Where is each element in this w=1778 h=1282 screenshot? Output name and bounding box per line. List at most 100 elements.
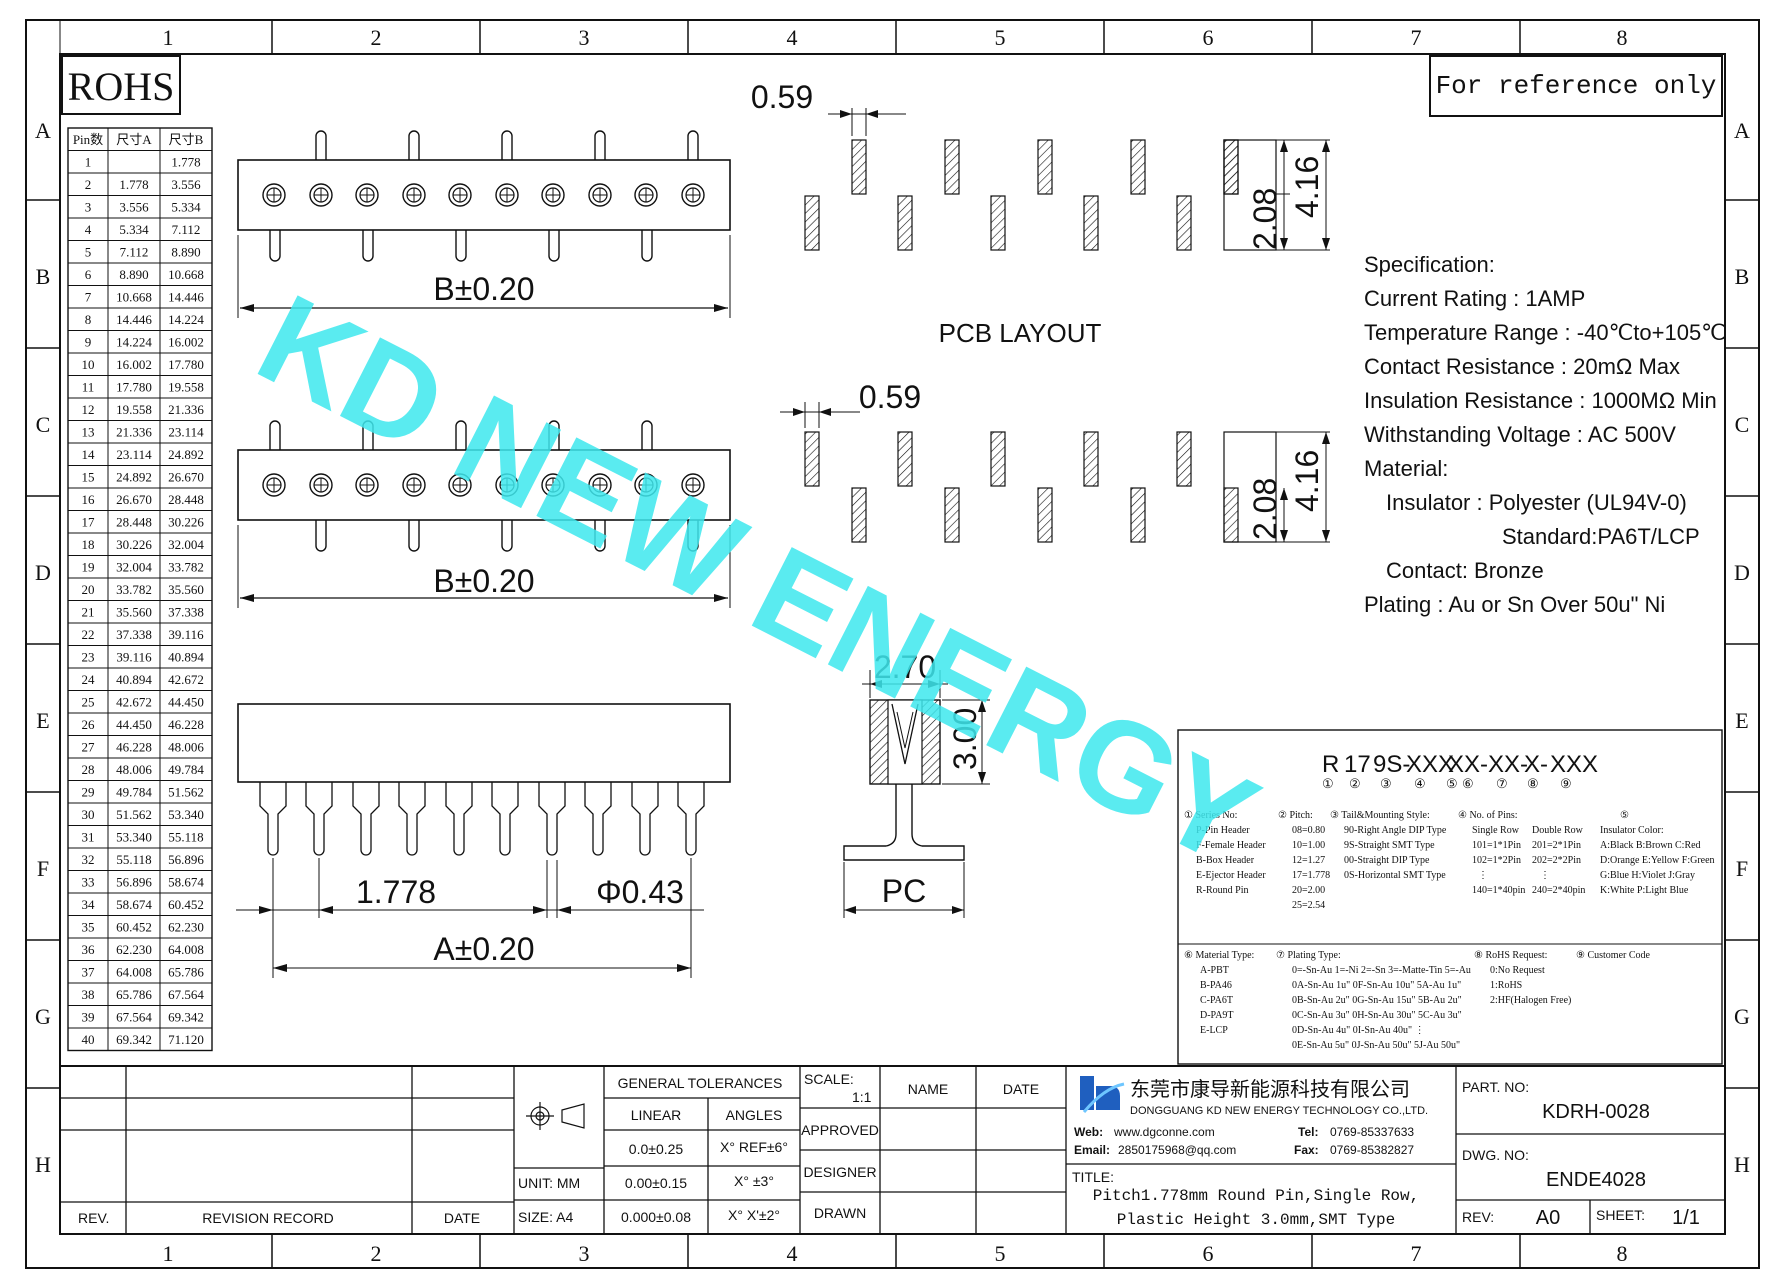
pin-table-header: 尺寸A xyxy=(116,132,152,147)
legend-line: 0=-Sn-Au 1=-Ni 2=-Sn 3=-Matte-Tin 5=-Au xyxy=(1292,965,1471,976)
pin-table-cell: 53.340 xyxy=(116,830,152,845)
pin-table-cell: 65.786 xyxy=(116,987,152,1002)
legend-line: ④ No. of Pins: xyxy=(1458,810,1518,821)
pcb-layout-label: PCB LAYOUT xyxy=(939,318,1102,348)
legend-plating: ⑦ Plating Type: 0=-Sn-Au 1=-Ni 2=-Sn 3=-… xyxy=(1276,950,1473,1051)
tb-email: 2850175968@qq.com xyxy=(1118,1143,1236,1157)
pin-table-cell: 33 xyxy=(82,875,95,890)
tb-angles: ANGLES xyxy=(726,1107,783,1123)
specification-block: Specification: Current Rating : 1AMP Tem… xyxy=(1364,252,1726,617)
pin-table-cell: 17 xyxy=(82,515,96,530)
pin-table-cell: 2 xyxy=(85,177,92,192)
legend-line: 201=2*1Pin xyxy=(1532,840,1581,851)
row-label: A xyxy=(1734,118,1750,143)
legend-line: 20=2.00 xyxy=(1292,885,1325,896)
col-label: 3 xyxy=(579,25,590,50)
pin-table-cell: 33.782 xyxy=(168,560,204,575)
tb-web-label: Web: xyxy=(1074,1125,1103,1139)
pin-table-cell: 30.226 xyxy=(168,515,204,530)
legend-line: 00-Straight DIP Type xyxy=(1344,855,1430,866)
pin-table-cell: 39.116 xyxy=(116,650,152,665)
spec-contact-resistance: Contact Resistance : 20mΩ Max xyxy=(1364,354,1680,379)
pin-table-cell: 7 xyxy=(85,290,92,305)
spec-insulator: Insulator : Polyester (UL94V-0) xyxy=(1386,490,1687,515)
legend-line: F-Female Header xyxy=(1196,840,1266,851)
code-marker: ④ xyxy=(1414,776,1426,791)
pin-table-cell: 14.224 xyxy=(116,335,152,350)
legend-line: 2:HF(Halogen Free) xyxy=(1490,995,1571,1006)
dim-width-2-70: 2.70 xyxy=(874,649,936,685)
legend-series: ① Series No: P-Pin Header F-Female Heade… xyxy=(1184,810,1268,896)
pin-table-cell: 69.342 xyxy=(168,1010,204,1025)
col-label: 1 xyxy=(163,25,174,50)
legend-line: 25=2.54 xyxy=(1292,900,1325,911)
col-label: 4 xyxy=(787,1241,798,1266)
pin-table-cell: 39.116 xyxy=(168,627,204,642)
pin-table-cell: 62.230 xyxy=(116,942,152,957)
spec-voltage: Withstanding Voltage : AC 500V xyxy=(1364,422,1676,447)
tb-fax: 0769-85382827 xyxy=(1330,1143,1414,1157)
pin-table-cell: 10.668 xyxy=(168,267,204,282)
pin-table-cell: 16.002 xyxy=(168,335,204,350)
code-marker: ③ xyxy=(1380,776,1392,791)
col-label: 7 xyxy=(1411,25,1422,50)
tb-linear: LINEAR xyxy=(631,1107,682,1123)
legend-line: 0A-Sn-Au 1u" 0F-Sn-Au 10u" 5A-Au 1u" xyxy=(1292,980,1461,991)
row-label: D xyxy=(1734,560,1750,585)
legend-line: 202=2*2Pin xyxy=(1532,855,1581,866)
legend-line: 9S-Straight SMT Type xyxy=(1344,840,1435,851)
pin-table-cell: 29 xyxy=(82,785,95,800)
legend-line: K:White P:Light Blue xyxy=(1600,885,1689,896)
legend-line: 101=1*1Pin xyxy=(1472,840,1521,851)
tb-rev-value: A0 xyxy=(1536,1207,1560,1229)
pin-table-cell: 7.112 xyxy=(120,245,149,260)
tb-tol-angle-2: X° ±3° xyxy=(734,1173,774,1189)
code-marker: ② xyxy=(1349,776,1361,791)
legend-line: ⋮ xyxy=(1478,870,1488,881)
pin-table-cell: 49.784 xyxy=(116,785,152,800)
pin-table-cell: 49.784 xyxy=(168,762,204,777)
pin-table-cell: 3 xyxy=(85,200,92,215)
pin-table-cell: 35.560 xyxy=(116,605,152,620)
tb-sheet-label: SHEET: xyxy=(1596,1207,1645,1223)
pin-table-cell: 51.562 xyxy=(168,785,204,800)
pin-table-cell: 21.336 xyxy=(116,425,152,440)
legend-rohs: ⑧ RoHS Request: 0:No Request 1:RoHS 2:HF… xyxy=(1474,950,1571,1006)
pin-table-cell: 19 xyxy=(82,560,95,575)
legend-line: C-PA6T xyxy=(1200,995,1233,1006)
tb-title-label: TITLE: xyxy=(1072,1169,1114,1185)
code-seg: XX- xyxy=(1488,751,1528,778)
row-label: G xyxy=(1734,1004,1750,1029)
tb-email-label: Email: xyxy=(1074,1143,1110,1157)
legend-line: D:Orange E:Yellow F:Green xyxy=(1600,855,1715,866)
pin-table-cell: 8.890 xyxy=(119,267,148,282)
connector-side-view: 1.778 Φ0.43 A±0.20 xyxy=(236,703,731,978)
legend-tail: ③ Tail&Mounting Style: 90-Right Angle DI… xyxy=(1330,810,1449,881)
spec-title: Specification: xyxy=(1364,252,1495,277)
title-block: REV. REVISION RECORD DATE UNIT: MM SIZE:… xyxy=(59,1065,1726,1235)
tb-company-cn: 东莞市康导新能源科技有限公司 xyxy=(1130,1078,1410,1101)
dim-pin-diameter: Φ0.43 xyxy=(596,874,684,910)
connector-mid-view: B±0.20 xyxy=(237,420,731,608)
pin-table-cell: 32.004 xyxy=(116,560,152,575)
tb-dwg-no-label: DWG. NO: xyxy=(1462,1147,1529,1163)
pin-table-cell: 69.342 xyxy=(116,1032,152,1047)
tb-company-en: DONGGUANG KD NEW ENERGY TECHNOLOGY CO.,L… xyxy=(1130,1105,1428,1117)
pin-table-cell: 30.226 xyxy=(116,537,152,552)
tb-date: DATE xyxy=(1003,1081,1039,1097)
pin-table-cell: 67.564 xyxy=(116,1010,152,1025)
row-label: G xyxy=(35,1004,51,1029)
part-code-legend: R 17 9S- XXX X X- XX- X- XXX ① ② ③ ④ ⑤ ⑥… xyxy=(1177,729,1723,1065)
pin-table-cell: 24.892 xyxy=(116,470,152,485)
legend-line: ⋮ xyxy=(1540,870,1550,881)
pin-table-header: 尺寸B xyxy=(169,132,204,147)
pin-table-cell: 23 xyxy=(82,650,95,665)
code-marker: ⑦ xyxy=(1496,776,1508,791)
legend-customer: ⑨ Customer Code xyxy=(1576,950,1651,961)
tb-tol-angle-3: X° X'±2° xyxy=(728,1207,780,1223)
pin-table-cell: 8 xyxy=(85,312,92,327)
tb-approved: APPROVED xyxy=(801,1122,879,1138)
pin-table-cell: 71.120 xyxy=(168,1032,204,1047)
pcb-pad-side-top: 2.08 4.16 xyxy=(1223,139,1330,251)
